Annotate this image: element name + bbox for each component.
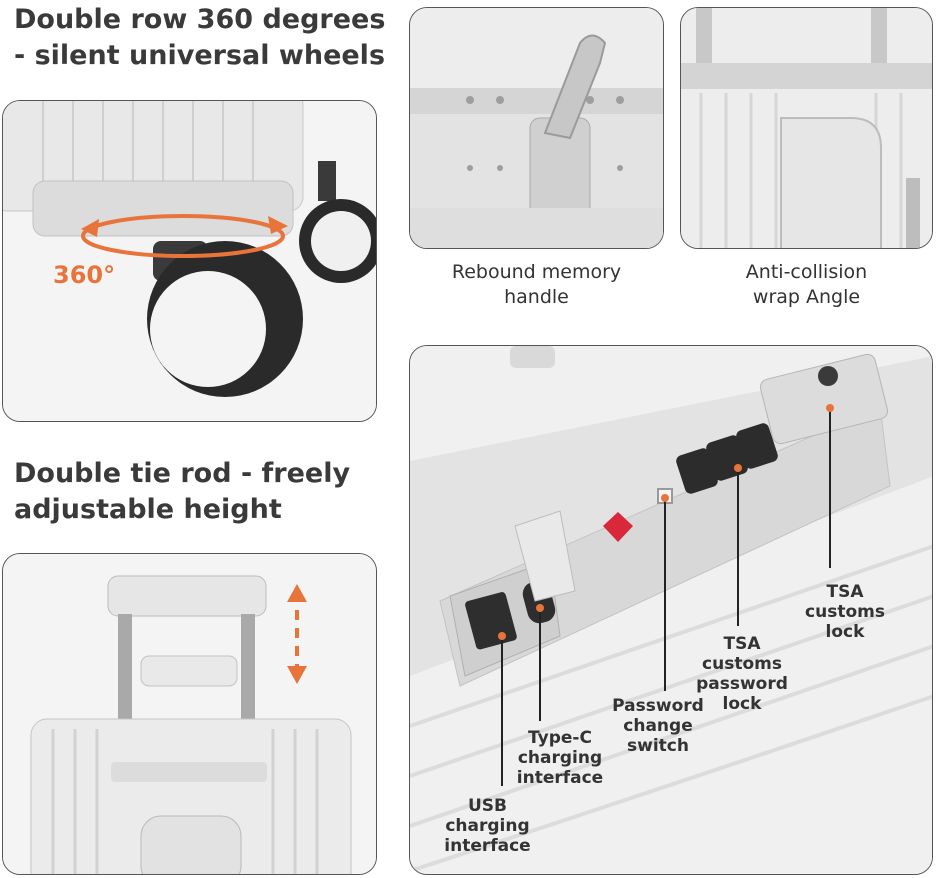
tie-rod-heading: Double tie rod - freely adjustable heigh… (14, 458, 351, 525)
tsa-lock-label: TSA customs lock (805, 582, 885, 642)
lock-ports-photo-panel: TSA customs lock TSA customs password lo… (409, 345, 933, 875)
corner-caption: Anti-collision wrap Angle (745, 261, 868, 308)
tsa-password-lock-label: TSA customs password lock (696, 634, 788, 714)
lock-ports-illustration (410, 346, 932, 874)
corner-photo-panel (680, 7, 933, 249)
password-switch-label: Password change switch (612, 696, 704, 756)
wheels-heading: Double row 360 degrees - silent universa… (14, 4, 386, 71)
trolley-photo-panel (2, 553, 377, 875)
corner-illustration (681, 8, 932, 248)
trolley-illustration (3, 554, 376, 874)
handle-caption: Rebound memory handle (451, 261, 622, 308)
usb-label: USB charging interface (444, 796, 531, 856)
handle-illustration (410, 8, 663, 248)
handle-photo-panel (409, 7, 664, 249)
wheels-photo-panel: 360° (2, 100, 377, 422)
wheels-illustration (3, 101, 376, 421)
degree-label: 360° (53, 261, 116, 289)
typec-label: Type-C charging interface (516, 728, 604, 788)
